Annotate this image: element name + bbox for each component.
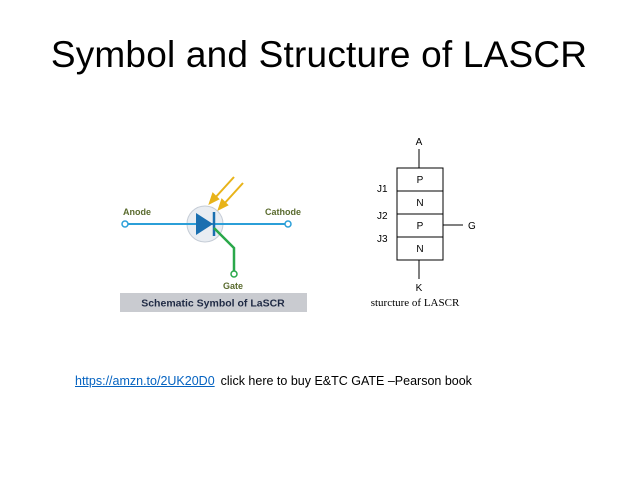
layer-n1: N <box>416 198 423 209</box>
gate-label: Gate <box>223 281 243 291</box>
promo-text: click here to buy E&TC GATE –Pearson boo… <box>220 374 472 388</box>
cathode-label: Cathode <box>265 207 301 217</box>
anode-label: Anode <box>123 207 151 217</box>
anode-terminal <box>121 220 129 228</box>
junction-j3-label: J3 <box>377 234 388 245</box>
junction-j2-label: J2 <box>377 211 388 222</box>
gate-terminal <box>230 270 238 278</box>
junction-j1-label: J1 <box>377 184 388 195</box>
layer-n2: N <box>416 244 423 255</box>
gate-terminal-label: G <box>468 221 476 232</box>
layer-p1: P <box>417 175 424 186</box>
lascr-schematic-symbol: Anode Cathode Gate Schematic Symbol of L… <box>120 176 307 312</box>
schematic-caption: Schematic Symbol of LaSCR <box>141 298 285 310</box>
amazon-link[interactable]: https://amzn.to/2UK20D0 <box>75 374 215 388</box>
lascr-structure-diagram: A P N P N J1 J2 J3 G K sturcture of LASC… <box>371 137 476 309</box>
cathode-terminal-label: K <box>416 283 423 294</box>
slide-title: Symbol and Structure of LASCR <box>50 34 588 75</box>
cathode-terminal <box>284 220 292 228</box>
anode-terminal-label: A <box>416 137 423 148</box>
light-arrows-icon <box>208 176 244 211</box>
diode-triangle <box>196 213 213 235</box>
layer-p2: P <box>417 221 424 232</box>
gate-wire <box>213 227 236 271</box>
caption-bar <box>120 293 307 312</box>
structure-caption: sturcture of LASCR <box>371 297 460 309</box>
footer-line: https://amzn.to/2UK20D0 click here to buy… <box>75 374 472 388</box>
